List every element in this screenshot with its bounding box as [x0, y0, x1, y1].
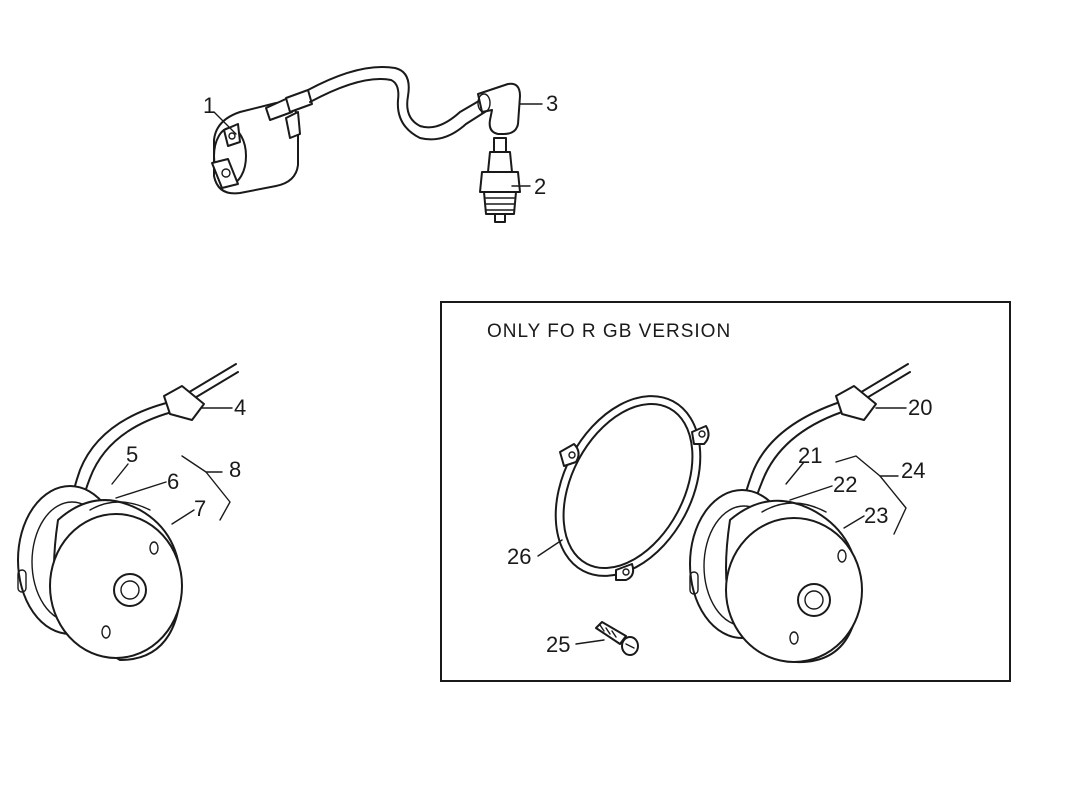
callout-1: 1 [203, 93, 215, 118]
flywheel-icon [49, 499, 183, 661]
spark-plug-cap-icon [477, 82, 521, 135]
flywheel-icon [725, 499, 863, 664]
callout-5: 5 [126, 442, 138, 467]
callout-22: 22 [833, 472, 857, 497]
callout-4: 4 [234, 395, 246, 420]
callout-24: 24 [901, 458, 925, 483]
callout-21: 21 [798, 443, 822, 468]
leader-lines [111, 103, 907, 645]
hv-lead-wire [307, 65, 485, 129]
callout-2: 2 [534, 174, 546, 199]
gb-version-box [440, 301, 1011, 682]
callout-25: 25 [546, 632, 570, 657]
callout-3: 3 [546, 91, 558, 116]
callout-26: 26 [507, 544, 531, 569]
callout-7: 7 [194, 496, 206, 521]
shroud-ring-icon [554, 395, 710, 581]
callout-20: 20 [908, 395, 932, 420]
spark-plug-icon [479, 137, 521, 223]
gb-box-title: ONLY FO R GB VERSION [487, 321, 731, 342]
screw-icon [595, 621, 639, 656]
callout-8: 8 [229, 457, 241, 482]
callout-23: 23 [864, 503, 888, 528]
callout-6: 6 [167, 469, 179, 494]
ignition-coil-icon [211, 89, 313, 195]
